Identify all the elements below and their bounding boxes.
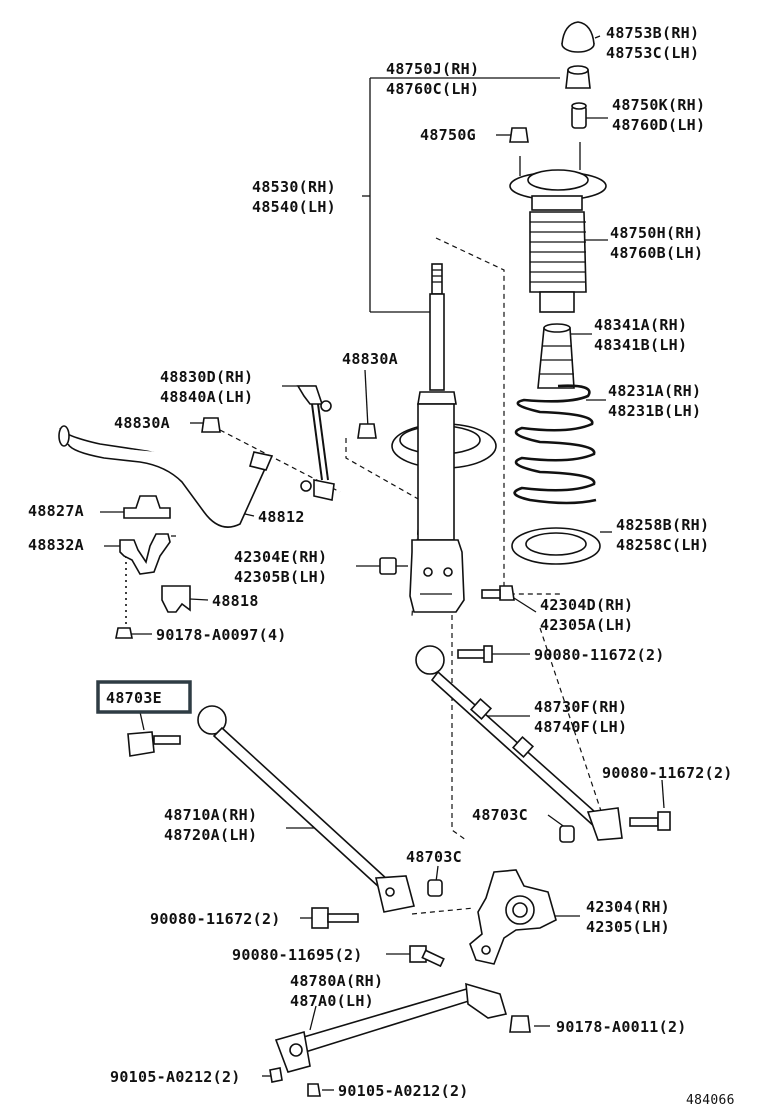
- label-48760C[interactable]: 48760C(LH): [386, 80, 479, 98]
- bracket-48827A-icon[interactable]: [123, 495, 171, 519]
- arm-48780A-icon[interactable]: [274, 982, 508, 1073]
- label-48753C[interactable]: 48753C(LH): [606, 44, 699, 62]
- label-48740F[interactable]: 48740F(LH): [534, 718, 627, 736]
- label-48703E[interactable]: 48703E: [106, 689, 162, 707]
- label-487A0[interactable]: 487A0(LH): [290, 992, 374, 1010]
- label-48750H[interactable]: 48750H(RH): [610, 224, 703, 242]
- bolt-90080-11672-a-icon[interactable]: [457, 645, 493, 663]
- arm-48730F-icon[interactable]: [415, 645, 623, 841]
- strut-48530-icon[interactable]: [391, 263, 497, 613]
- nut-48830A-left-icon[interactable]: [201, 417, 221, 433]
- coil-spring-48231-icon[interactable]: [513, 384, 597, 505]
- label-90080-11672-b[interactable]: 90080-11672(2): [602, 764, 733, 782]
- bumper-48341-icon[interactable]: [537, 323, 575, 389]
- label-48231A[interactable]: 48231A(RH): [608, 382, 701, 400]
- label-90105-a[interactable]: 90105-A0212(2): [110, 1068, 241, 1086]
- label-90080-11672-c[interactable]: 90080-11672(2): [150, 910, 281, 928]
- label-48760D[interactable]: 48760D(LH): [612, 116, 705, 134]
- label-48540[interactable]: 48540(LH): [252, 198, 336, 216]
- label-48812[interactable]: 48812: [258, 508, 305, 526]
- label-48258B[interactable]: 48258B(RH): [616, 516, 709, 534]
- label-90178-A0097[interactable]: 90178-A0097(4): [156, 626, 287, 644]
- bolt-42304D-icon[interactable]: [481, 585, 515, 601]
- diagram-id: 484066: [686, 1093, 735, 1108]
- label-48341B[interactable]: 48341B(LH): [594, 336, 687, 354]
- label-90105-b[interactable]: 90105-A0212(2): [338, 1082, 469, 1100]
- label-48750K[interactable]: 48750K(RH): [612, 96, 705, 114]
- label-48830D[interactable]: 48830D(RH): [160, 368, 253, 386]
- label-48341A[interactable]: 48341A(RH): [594, 316, 687, 334]
- label-48231B[interactable]: 48231B(LH): [608, 402, 701, 420]
- label-90080-11695[interactable]: 90080-11695(2): [232, 946, 363, 964]
- label-48258C[interactable]: 48258C(LH): [616, 536, 709, 554]
- label-48830A-top[interactable]: 48830A: [342, 350, 398, 368]
- label-42305[interactable]: 42305(LH): [586, 918, 670, 936]
- bolt-90080-11695-icon[interactable]: [409, 945, 445, 968]
- label-42305B[interactable]: 42305B(LH): [234, 568, 327, 586]
- label-48780A[interactable]: 48780A(RH): [290, 972, 383, 990]
- bolt-90080-11672-b-icon[interactable]: [629, 811, 671, 831]
- bushing-48703C-a-icon[interactable]: [559, 825, 575, 843]
- label-48818[interactable]: 48818: [212, 592, 259, 610]
- label-48530[interactable]: 48530(RH): [252, 178, 336, 196]
- support-48750H-icon[interactable]: [509, 142, 607, 313]
- leader-lines: [100, 35, 665, 1091]
- arm-48710A-icon[interactable]: [197, 705, 415, 913]
- bolt-90105-b-icon[interactable]: [307, 1083, 321, 1097]
- knuckle-42304-icon[interactable]: [469, 869, 557, 965]
- bracket-48832A-icon[interactable]: [119, 533, 171, 575]
- label-48720A[interactable]: 48720A(LH): [164, 826, 257, 844]
- label-48830A-left[interactable]: 48830A: [114, 414, 170, 432]
- nut-48750G-icon[interactable]: [509, 127, 529, 143]
- bushing-48703E-icon[interactable]: [127, 731, 181, 757]
- label-48750G[interactable]: 48750G: [420, 126, 476, 144]
- label-48750J[interactable]: 48750J(RH): [386, 60, 479, 78]
- bushing-48703C-b-icon[interactable]: [427, 879, 443, 897]
- label-90080-11672-a[interactable]: 90080-11672(2): [534, 646, 665, 664]
- nut-42304E-icon[interactable]: [379, 557, 408, 575]
- label-48832A[interactable]: 48832A: [28, 536, 84, 554]
- link-48830D-icon[interactable]: [296, 385, 335, 501]
- label-48760B[interactable]: 48760B(LH): [610, 244, 703, 262]
- label-42304E[interactable]: 42304E(RH): [234, 548, 327, 566]
- label-48827A[interactable]: 48827A: [28, 502, 84, 520]
- label-42304D[interactable]: 42304D(RH): [540, 596, 633, 614]
- label-90178-A0011[interactable]: 90178-A0011(2): [556, 1018, 687, 1036]
- label-42305A[interactable]: 42305A(LH): [540, 616, 633, 634]
- bolt-90080-11672-c-icon[interactable]: [311, 907, 359, 929]
- stabilizer-bar-48812-icon[interactable]: [58, 425, 274, 528]
- nut-90178-A0011-icon[interactable]: [509, 1015, 531, 1033]
- bolt-90178-A0097-icon[interactable]: [115, 627, 133, 639]
- cap-48753-icon[interactable]: [561, 21, 595, 53]
- label-48753B[interactable]: 48753B(RH): [606, 24, 699, 42]
- nut-48750J-icon[interactable]: [565, 65, 591, 89]
- label-48703C-b[interactable]: 48703C: [406, 848, 462, 866]
- bolt-90105-a-icon[interactable]: [269, 1067, 283, 1083]
- label-42304[interactable]: 42304(RH): [586, 898, 670, 916]
- label-48840A[interactable]: 48840A(LH): [160, 388, 253, 406]
- bushing-48750K-icon[interactable]: [571, 102, 587, 129]
- nut-48830A-top-icon[interactable]: [357, 423, 377, 439]
- bushing-48818-icon[interactable]: [161, 585, 191, 613]
- highlight-box: [96, 680, 192, 714]
- label-48703C-a[interactable]: 48703C: [472, 806, 528, 824]
- seat-48258-icon[interactable]: [511, 527, 601, 565]
- label-48730F[interactable]: 48730F(RH): [534, 698, 627, 716]
- part-labels: 48753B(RH) 48753C(LH) 48750J(RH) 48760C(…: [28, 24, 735, 1108]
- label-48710A[interactable]: 48710A(RH): [164, 806, 257, 824]
